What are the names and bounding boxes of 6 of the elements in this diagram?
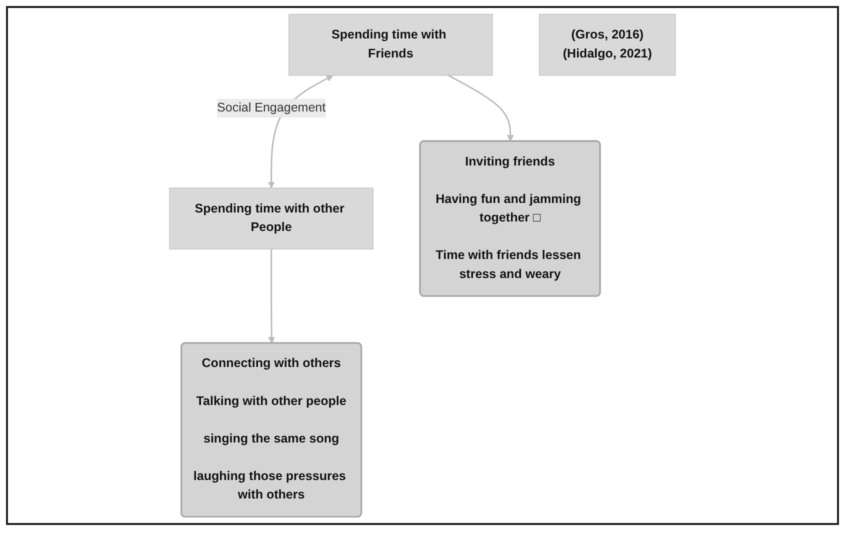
edge-label: Social Engagement xyxy=(217,101,326,114)
node-box: Spending time with Friends xyxy=(288,14,493,76)
arrow xyxy=(268,249,276,344)
arrow xyxy=(448,74,514,142)
node-box: Spending time with other People xyxy=(169,188,374,250)
node-box: (Gros, 2016) (Hidalgo, 2021) xyxy=(539,14,676,76)
